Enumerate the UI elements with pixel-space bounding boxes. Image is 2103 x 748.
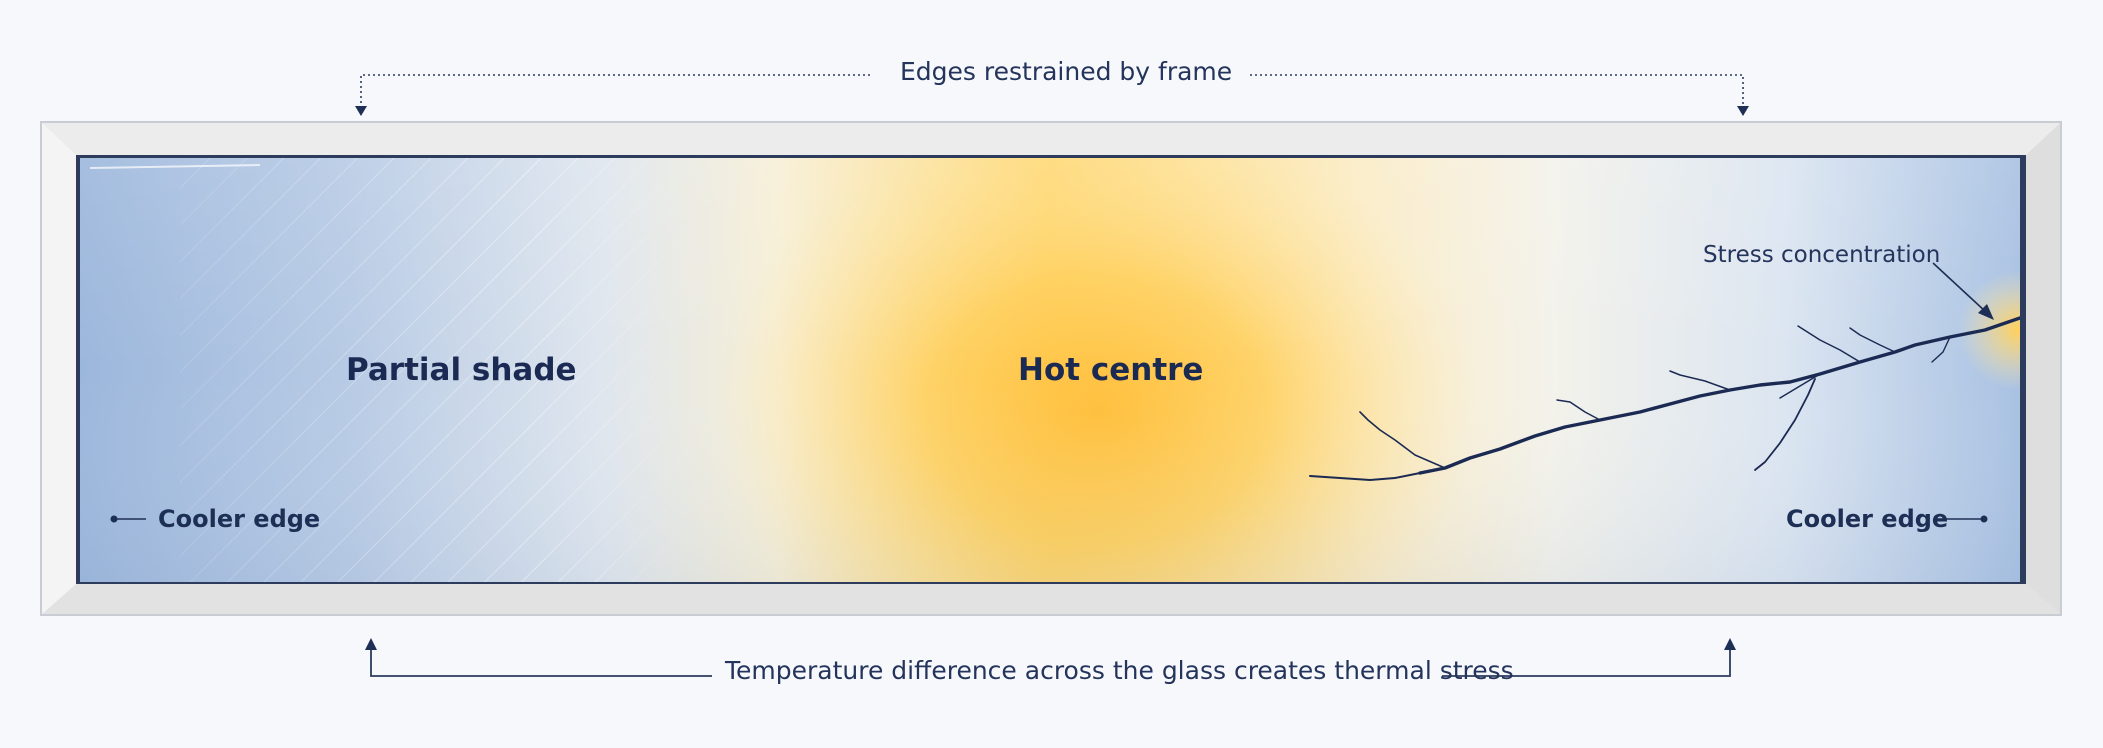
partial-shade-label: Partial shade: [346, 352, 577, 388]
cooler-edge-right-label: Cooler edge: [1786, 505, 1949, 533]
stress-pointer: [1932, 262, 1994, 320]
crack-line: [1309, 316, 2020, 481]
arrow-left-down: [355, 106, 367, 116]
thermal-stress-label: Temperature difference across the glass …: [725, 656, 1514, 685]
glass-pane: [80, 158, 2020, 582]
cooler-edge-left-label: Cooler edge: [158, 505, 321, 533]
frame-restraint-label: Edges restrained by frame: [900, 57, 1233, 86]
arrow-right-down: [1737, 106, 1749, 116]
arrow-left-up: [365, 638, 377, 650]
cool-edge-left-pointer: [110, 515, 146, 523]
cool-edge-right-pointer: [1936, 515, 1988, 523]
arrow-right-up: [1724, 638, 1736, 650]
hot-centre-label: Hot centre: [1018, 352, 1204, 388]
stress-concentration-label: Stress concentration: [1703, 242, 1941, 268]
temperature-difference-bracket: [370, 648, 1731, 677]
shade-hatching: [180, 158, 700, 582]
frame-restraint-callout: [360, 74, 1744, 108]
